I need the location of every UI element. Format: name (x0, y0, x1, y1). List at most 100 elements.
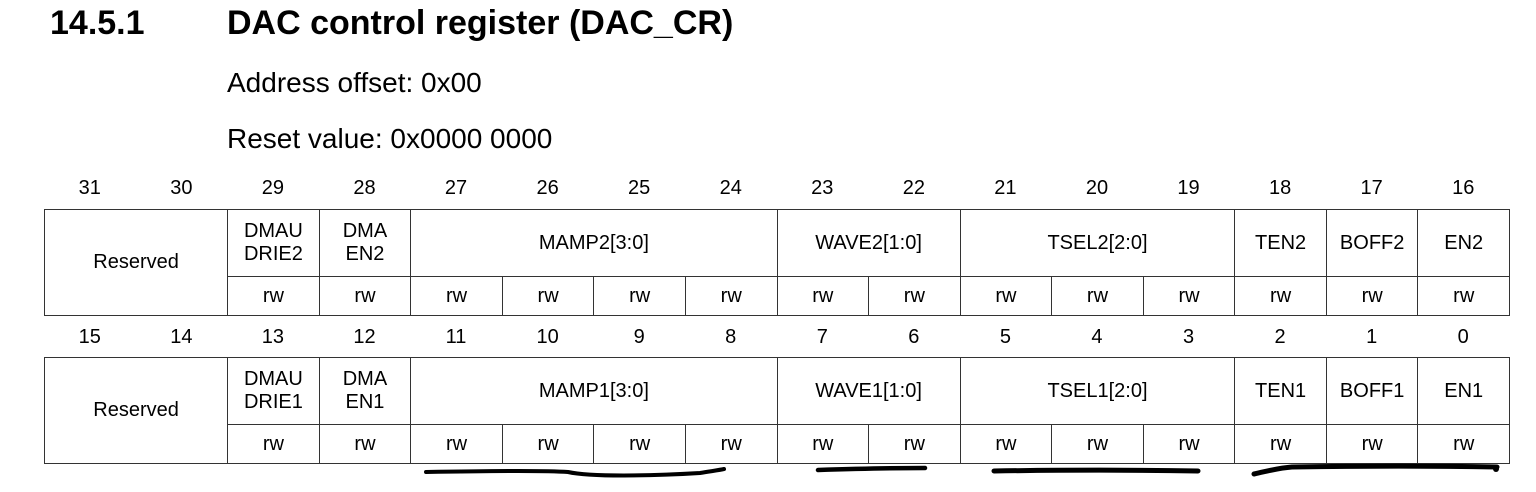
bit-number: 16 (1452, 177, 1475, 199)
field-dmaen1: DMA EN1 (318, 357, 412, 425)
bit-number: 27 (444, 177, 468, 199)
underline-mamp1-stroke (424, 467, 726, 478)
bit-number: 6 (908, 326, 920, 348)
access-cell: rw (1051, 276, 1144, 316)
bit-number: 23 (811, 177, 834, 199)
access-cell: rw (868, 276, 961, 316)
field-dmaudrie2: DMAU DRIE2 (227, 209, 320, 277)
bit-number: 10 (536, 326, 559, 348)
bit-number: 17 (1360, 177, 1383, 199)
bit-number: 13 (261, 326, 285, 348)
field-dmaen2: DMA EN2 (318, 209, 412, 277)
bit-number: 28 (353, 177, 376, 199)
access-cell: rw (959, 276, 1053, 316)
access-cell: rw (1142, 424, 1236, 464)
bit-number: 18 (1268, 177, 1292, 199)
field-label-line2: EN1 (345, 391, 385, 413)
access-cell: rw (684, 424, 778, 464)
field-label-line1: DMAU (243, 368, 303, 390)
underline-wave1-stroke (815, 465, 928, 473)
section-number: 14.5.1 (50, 4, 145, 42)
field-label-line1: DMA (342, 368, 388, 390)
access-cell: rw (1325, 276, 1419, 316)
bit-number: 8 (725, 326, 737, 348)
access-cell: rw (227, 276, 320, 316)
field-mamp2: MAMP2[3:0] (410, 209, 778, 277)
access-cell: rw (868, 424, 961, 464)
field-ten2: TEN2 (1234, 209, 1327, 277)
bit-number: 22 (902, 177, 925, 199)
section-heading: 14.5.1 DAC control register (DAC_CR) (0, 0, 1536, 46)
bit-number: 15 (78, 326, 101, 348)
field-label-line2: DRIE2 (243, 243, 303, 265)
access-cell: rw (501, 276, 595, 316)
field-boff1: BOFF1 (1325, 357, 1419, 425)
bit-number: 4 (1091, 326, 1103, 348)
bit-number: 12 (353, 326, 376, 348)
field-label-line2: DRIE1 (243, 391, 303, 413)
address-offset: Address offset: 0x00 (227, 67, 482, 98)
bit-number: 19 (1177, 177, 1200, 199)
bit-number: 9 (633, 326, 645, 348)
field-reserved-upper: Reserved (43, 209, 229, 316)
field-mamp1: MAMP1[3:0] (410, 357, 778, 425)
field-boff2: BOFF2 (1325, 209, 1419, 277)
bit-number: 14 (170, 326, 193, 348)
bit-numbers-upper: 31 30 29 28 27 26 25 24 23 22 21 20 19 1… (44, 173, 1509, 203)
access-cell: rw (318, 276, 412, 316)
access-cell: rw (410, 276, 503, 316)
access-cell: rw (593, 276, 686, 316)
section-title: DAC control register (DAC_CR) (227, 4, 734, 42)
access-cell: rw (1234, 276, 1327, 316)
access-cell: rw (776, 276, 870, 316)
bit-number: 3 (1182, 326, 1195, 348)
access-cell: rw (410, 424, 503, 464)
access-cell: rw (1325, 424, 1419, 464)
field-dmaudrie1: DMAU DRIE1 (227, 357, 320, 425)
access-cell: rw (684, 276, 778, 316)
access-cell: rw (593, 424, 686, 464)
bit-number: 24 (719, 177, 742, 199)
field-tsel2: TSEL2[2:0] (959, 209, 1236, 277)
field-wave1: WAVE1[1:0] (776, 357, 961, 425)
field-label-line2: EN2 (345, 243, 385, 265)
bit-number: 0 (1457, 326, 1469, 348)
bit-number: 11 (445, 326, 467, 348)
access-cell: rw (1142, 276, 1236, 316)
bit-number: 21 (994, 177, 1017, 199)
bit-number: 29 (261, 177, 285, 199)
bit-number: 31 (78, 177, 101, 199)
access-cell: rw (1234, 424, 1327, 464)
access-cell: rw (318, 424, 412, 464)
field-en2: EN2 (1417, 209, 1510, 277)
bit-number: 1 (1366, 326, 1378, 348)
field-ten1: TEN1 (1234, 357, 1327, 425)
field-label-line1: DMAU (243, 220, 303, 242)
register-table-upper: Reserved DMAU DRIE2 DMA EN2 MAMP2[3:0] W… (43, 209, 1510, 316)
access-cell: rw (1417, 424, 1510, 464)
field-tsel1: TSEL1[2:0] (959, 357, 1236, 425)
access-cell: rw (227, 424, 320, 464)
field-wave2: WAVE2[1:0] (776, 209, 961, 277)
field-reserved-lower: Reserved (43, 357, 229, 464)
field-label-line1: DMA (342, 220, 388, 242)
underline-tsel1-stroke (991, 467, 1201, 474)
access-cell: rw (959, 424, 1053, 464)
bit-number: 26 (536, 177, 559, 199)
access-cell: rw (1051, 424, 1144, 464)
bit-number: 30 (170, 177, 193, 199)
underline-ten-boff-en1-stroke (1251, 463, 1500, 477)
bit-number: 20 (1085, 177, 1109, 199)
field-en1: EN1 (1417, 357, 1510, 425)
reset-value: Reset value: 0x0000 0000 (227, 123, 553, 154)
register-table-lower: Reserved DMAU DRIE1 DMA EN1 MAMP1[3:0] W… (43, 357, 1510, 464)
bit-numbers-lower: 15 14 13 12 11 10 9 8 7 6 5 4 3 2 1 0 (44, 322, 1509, 352)
access-cell: rw (776, 424, 870, 464)
bit-number: 7 (816, 326, 828, 348)
underline-end-dot (1493, 466, 1499, 472)
bit-number: 5 (999, 326, 1011, 348)
bit-number: 25 (628, 177, 651, 199)
access-cell: rw (501, 424, 595, 464)
bit-number: 2 (1274, 326, 1286, 348)
access-cell: rw (1417, 276, 1510, 316)
